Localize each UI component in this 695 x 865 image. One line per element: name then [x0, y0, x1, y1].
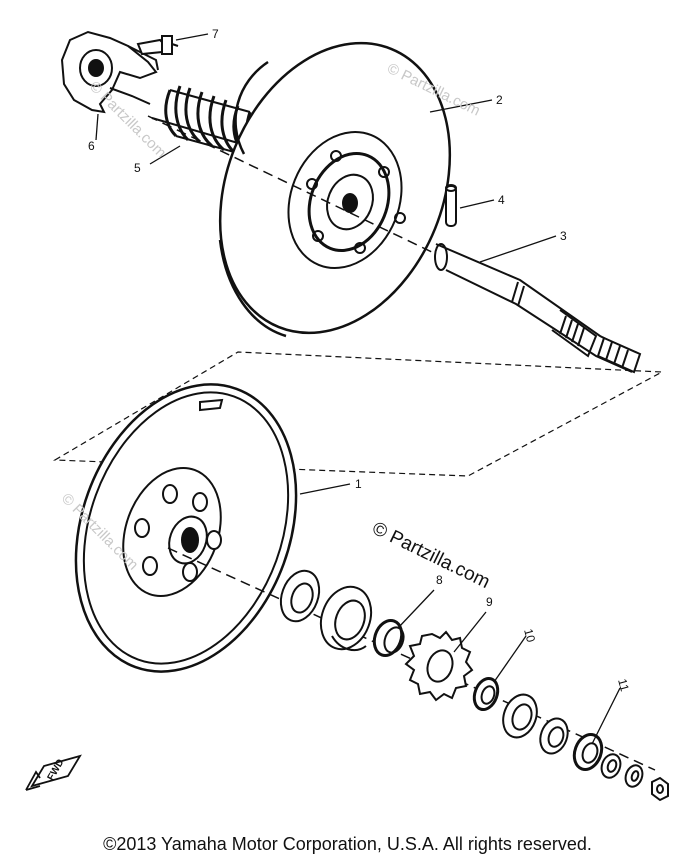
callout-8: 8 — [436, 573, 443, 587]
small-washer-a — [600, 753, 622, 779]
callout-7: 7 — [212, 27, 219, 41]
fwd-arrow-icon — [25, 754, 82, 791]
upper-centerline — [147, 115, 437, 255]
callout-10: 10 — [521, 627, 538, 644]
callout-4: 4 — [498, 193, 505, 207]
callout-1: 1 — [355, 477, 362, 491]
assembly-outline — [52, 351, 665, 477]
part-4-key — [445, 184, 457, 227]
part-10-washer — [472, 677, 500, 711]
part-6-cam-bracket — [60, 30, 159, 114]
copyright-text: ©2013 Yamaha Motor Corporation, U.S.A. A… — [103, 834, 592, 854]
part-11-washer — [572, 733, 604, 771]
lower-centerline — [167, 547, 656, 771]
callout-2: 2 — [496, 93, 503, 107]
callout-11: 11 — [615, 677, 632, 693]
bearing-ring-a — [279, 569, 321, 623]
bearing-ring-b — [319, 585, 373, 652]
part-2-sheave — [218, 41, 452, 338]
nut — [651, 776, 669, 802]
callout-6: 6 — [88, 139, 95, 153]
part-9-sprocket — [404, 630, 474, 702]
leader-lines — [95, 33, 621, 745]
bearing-ring-c — [502, 693, 538, 739]
callout-3: 3 — [560, 229, 567, 243]
bearing-ring-d — [539, 717, 569, 755]
callout-5: 5 — [134, 161, 141, 175]
part-1-sheave — [74, 383, 298, 673]
callout-9: 9 — [486, 595, 493, 609]
part-8-collar — [372, 619, 405, 657]
small-washer-b — [624, 764, 644, 788]
part-7-pin — [136, 35, 179, 56]
part-3-shaft — [434, 243, 642, 374]
